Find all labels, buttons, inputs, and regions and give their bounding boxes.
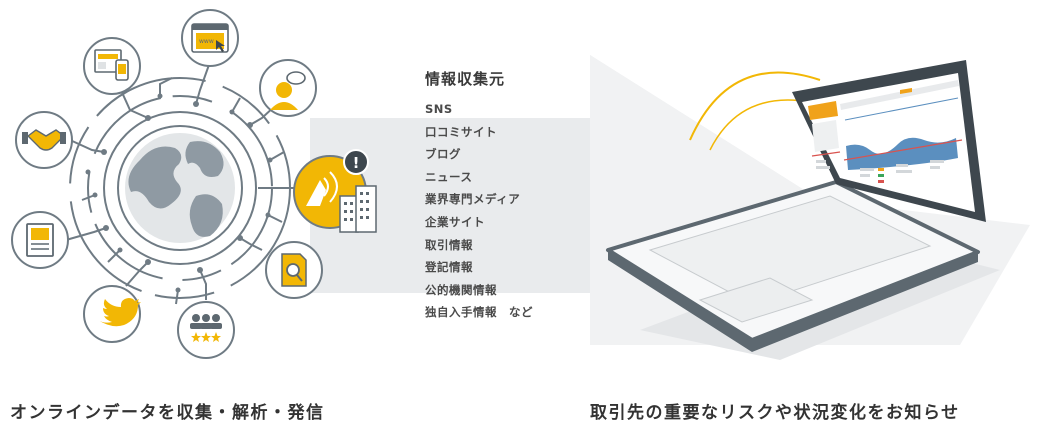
book-icon: [26, 223, 54, 257]
source-item-blogs: ブログ: [425, 147, 461, 162]
spoke-handshake: [69, 139, 105, 153]
spoke-book: [65, 227, 107, 241]
satellite-highlight: !: [293, 149, 377, 233]
document-search-icon: [281, 253, 307, 287]
source-item-news: ニュース: [425, 169, 473, 184]
sources-title: 情報収集元: [425, 70, 506, 88]
laptop-illustration: [606, 60, 1000, 360]
spoke-multi-device: [119, 87, 149, 119]
spoke-twitter: [125, 261, 149, 287]
sources-list: SNS 口コミサイト ブログ ニュース 業界専門メディア 企業サイト 取引情報 …: [425, 98, 533, 324]
alert-badge-label: !: [353, 154, 360, 172]
keyboard: [648, 195, 932, 305]
satellite-browser: www: [181, 9, 239, 67]
spoke-browser: [195, 61, 211, 105]
browser-www-icon: www: [191, 23, 229, 53]
satellite-people: [177, 301, 235, 359]
source-item-sns: SNS: [425, 102, 453, 116]
source-item-public-agencies: 公的機関情報: [425, 282, 497, 297]
source-item-industry-media: 業界専門メディア: [425, 192, 521, 207]
source-item-proprietary: 独自入手情報 など: [425, 305, 533, 320]
svg-text:www: www: [199, 38, 214, 45]
trackpad: [698, 277, 814, 323]
source-item-registry: 登記情報: [425, 260, 473, 275]
orbit-arc-outer: [689, 71, 821, 141]
satellite-handshake: [15, 111, 73, 169]
broadcast-building-icon: [306, 171, 377, 233]
network-ring-inner: [103, 111, 257, 265]
multi-device-icon: [94, 49, 129, 81]
handshake-icon: [22, 129, 66, 151]
caption-collect-analyze: オンラインデータを収集・解析・発信: [10, 403, 325, 423]
globe-icon: [117, 125, 243, 251]
satellite-twitter: [83, 285, 141, 343]
people-rating-icon: [190, 314, 222, 342]
satellite-docsearch: [265, 241, 323, 299]
source-item-review-sites: 口コミサイト: [425, 124, 497, 139]
source-item-company-sites: 企業サイト: [425, 214, 485, 229]
network-diagram: [65, 61, 296, 305]
spoke-docsearch: [239, 237, 263, 251]
satellite-book: [11, 211, 69, 269]
source-item-transactions: 取引情報: [425, 237, 473, 252]
satellite-user: [259, 59, 317, 117]
orbit-arc-inner: [709, 99, 811, 151]
twitter-bird-icon: [98, 298, 141, 327]
alert-badge: [343, 149, 369, 175]
caption-notify-risks: 取引先の重要なリスクや状況変化をお知らせ: [590, 403, 960, 423]
user-speech-icon: [270, 71, 306, 110]
spoke-people: [199, 269, 207, 300]
satellite-multi-device: [83, 37, 141, 95]
